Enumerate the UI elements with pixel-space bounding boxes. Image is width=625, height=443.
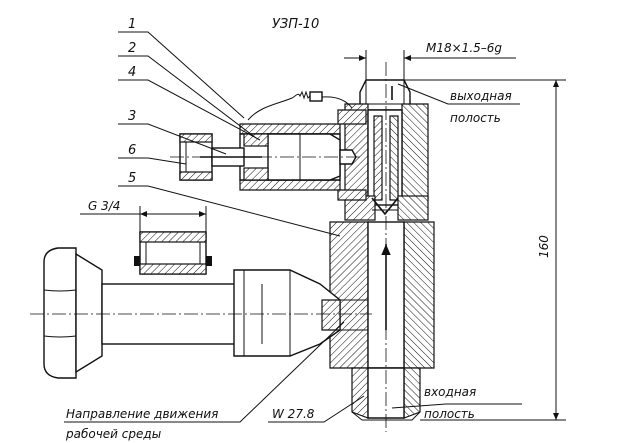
inlet-thread-dimension: G 3/4: [88, 199, 120, 213]
input-cavity-line1: входная: [424, 385, 476, 399]
callout-1: 1: [128, 17, 136, 32]
flow-direction-line2: рабочей среды: [65, 427, 161, 441]
thread-dimension: M18×1.5–6g: [426, 41, 502, 55]
callout-5: 5: [128, 171, 136, 186]
height-dimension: 160: [537, 235, 551, 258]
callout-6: 6: [128, 143, 136, 158]
flow-direction-line1: Направление движения: [66, 407, 218, 421]
inlet-fitting: [30, 247, 372, 379]
device-name: УЗП-10: [272, 17, 319, 32]
callout-3: 3: [128, 109, 136, 124]
input-cavity-line2: полость: [424, 407, 475, 421]
labels: 1 2 4 3 6 5 УЗП-10 M18×1.5–6g выходная п…: [65, 17, 551, 441]
dimensions: [80, 50, 566, 421]
callout-2: 2: [128, 41, 136, 56]
gland-nut: [134, 231, 212, 275]
output-cavity-line2: полость: [450, 111, 501, 125]
valve-body: [329, 62, 435, 432]
wrench-size: W 27.8: [272, 407, 315, 421]
sensor-assembly: [170, 90, 367, 201]
callout-4: 4: [128, 65, 136, 80]
leaders: [64, 31, 522, 423]
output-cavity-line1: выходная: [450, 89, 512, 103]
